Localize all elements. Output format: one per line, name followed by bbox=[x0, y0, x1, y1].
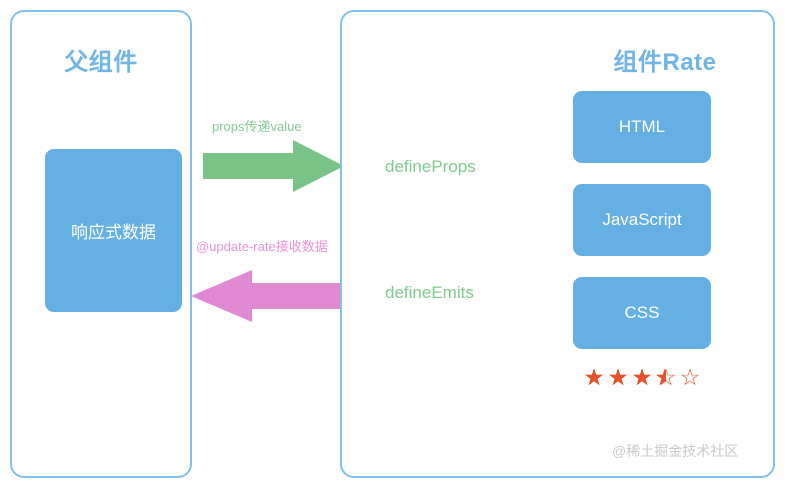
emits-flow-label: @update-rate接收数据 bbox=[196, 239, 328, 254]
star-filled-icon: ★ bbox=[631, 366, 653, 389]
star-filled-icon: ★ bbox=[607, 366, 629, 389]
star-icon-1[interactable]: ☆★ bbox=[583, 366, 606, 389]
block-html: HTML bbox=[573, 91, 711, 163]
watermark: @稀土掘金技术社区 bbox=[612, 443, 739, 459]
star-filled-icon: ★ bbox=[654, 366, 667, 389]
props-flow-label: props传递value bbox=[212, 119, 302, 134]
star-outline-icon: ☆ bbox=[583, 364, 605, 390]
star-icon-5[interactable]: ☆★ bbox=[679, 366, 702, 389]
star-outline-icon: ☆ bbox=[679, 364, 701, 390]
star-outline-icon: ☆ bbox=[655, 364, 677, 390]
define-props-label: defineProps bbox=[385, 157, 476, 176]
props-right-arrow-icon bbox=[203, 140, 344, 192]
parent-component-panel: 父组件 响应式数据 bbox=[10, 10, 192, 478]
parent-panel-title: 父组件 bbox=[64, 49, 138, 76]
star-icon-3[interactable]: ☆★ bbox=[631, 366, 654, 389]
reactive-data-box: 响应式数据 bbox=[45, 149, 182, 312]
star-outline-icon: ☆ bbox=[607, 364, 629, 390]
star-rating[interactable]: ☆★☆★☆★☆★☆★ bbox=[573, 366, 711, 389]
define-emits-label: defineEmits bbox=[385, 283, 474, 302]
block-css: CSS bbox=[573, 277, 711, 349]
star-filled-icon: ★ bbox=[583, 366, 605, 389]
star-icon-2[interactable]: ☆★ bbox=[607, 366, 630, 389]
star-outline-icon: ☆ bbox=[631, 364, 653, 390]
emits-left-arrow-icon bbox=[191, 270, 342, 322]
star-icon-4[interactable]: ☆★ bbox=[655, 366, 678, 389]
block-javascript: JavaScript bbox=[573, 184, 711, 256]
child-panel-title: 组件Rate bbox=[613, 49, 717, 76]
